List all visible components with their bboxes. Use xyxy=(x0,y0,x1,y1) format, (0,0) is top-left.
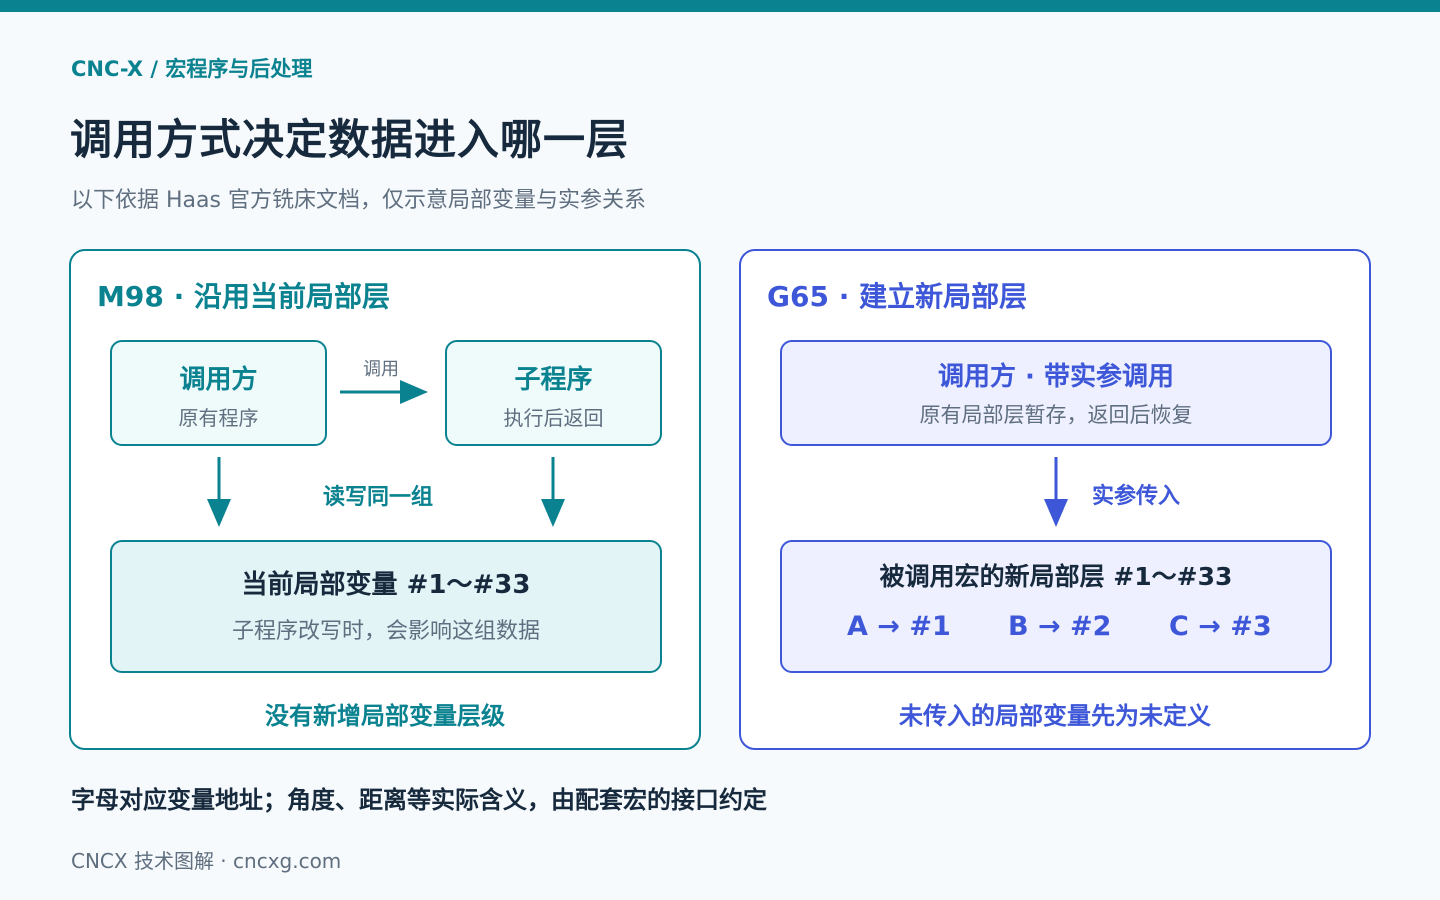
m98-subprogram-title: 子程序 xyxy=(514,365,593,395)
m98-local-vars-sub: 子程序改写时，会影响这组数据 xyxy=(231,619,540,644)
m98-caller-sub: 原有程序 xyxy=(178,406,259,430)
m98-panel-title: M98 · 沿用当前局部层 xyxy=(97,280,390,313)
footnote: 字母对应变量地址；角度、距离等实际含义，由配套宏的接口约定 xyxy=(71,786,767,814)
m98-call-arrow xyxy=(340,380,428,404)
m98-caller-box: 调用方 原有程序 xyxy=(110,340,327,446)
m98-subprogram-sub: 执行后返回 xyxy=(503,406,604,430)
page-subtitle: 以下依据 Haas 官方铣床文档，仅示意局部变量与实参关系 xyxy=(71,188,646,213)
g65-note: 未传入的局部变量先为未定义 xyxy=(899,702,1211,730)
m98-caller-down-arrow xyxy=(207,457,231,527)
m98-call-label: 调用 xyxy=(363,359,399,380)
footer-credit[interactable]: CNCX 技术图解 · cncxg.com xyxy=(71,849,342,873)
g65-pass-arrow xyxy=(1044,457,1068,527)
m98-subprogram-down-arrow xyxy=(541,457,565,527)
g65-panel-title: G65 · 建立新局部层 xyxy=(767,280,1028,313)
g65-pass-label: 实参传入 xyxy=(1092,484,1181,509)
g65-caller-box: 调用方 · 带实参调用 原有局部层暂存，返回后恢复 xyxy=(780,340,1332,446)
g65-new-layer-title: 被调用宏的新局部层 #1～#33 xyxy=(879,562,1233,591)
g65-caller-title: 调用方 · 带实参调用 xyxy=(938,362,1174,392)
m98-subprogram-box: 子程序 执行后返回 xyxy=(445,340,662,446)
g65-map-c: C → #3 xyxy=(1169,611,1272,642)
m98-panel: M98 · 沿用当前局部层 调用方 原有程序 调用 子程序 执行后返回 读写同一… xyxy=(69,249,701,750)
breadcrumb[interactable]: CNC-X / 宏程序与后处理 xyxy=(71,57,313,81)
top-accent-bar xyxy=(0,0,1440,12)
m98-note: 没有新增局部变量层级 xyxy=(265,702,505,730)
g65-caller-sub: 原有局部层暂存，返回后恢复 xyxy=(919,403,1193,427)
page-title: 调用方式决定数据进入哪一层 xyxy=(70,115,630,164)
m98-caller-title: 调用方 xyxy=(179,365,258,395)
g65-panel: G65 · 建立新局部层 调用方 · 带实参调用 原有局部层暂存，返回后恢复 实… xyxy=(739,249,1371,750)
g65-map-a: A → #1 xyxy=(847,611,951,642)
m98-local-vars-title: 当前局部变量 #1～#33 xyxy=(241,570,531,600)
g65-map-b: B → #2 xyxy=(1008,611,1112,642)
m98-readwrite-label: 读写同一组 xyxy=(323,485,434,510)
g65-new-layer-box: 被调用宏的新局部层 #1～#33 xyxy=(780,540,1332,673)
m98-local-vars-box: 当前局部变量 #1～#33 子程序改写时，会影响这组数据 xyxy=(110,540,662,673)
